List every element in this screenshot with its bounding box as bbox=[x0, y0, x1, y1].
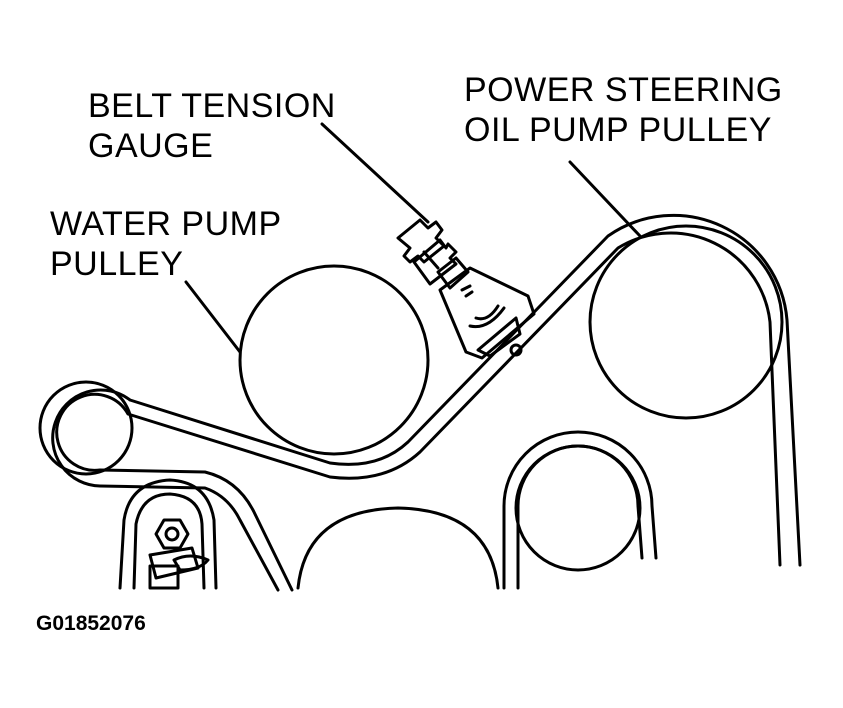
crankshaft-pulley bbox=[296, 506, 500, 590]
drive-belt-inner bbox=[55, 231, 782, 592]
power-steering-pulley bbox=[588, 224, 784, 420]
idler-pulley bbox=[38, 380, 134, 476]
belt-tension-gauge-label-line1: BELT TENSION bbox=[88, 87, 336, 125]
gauge-pointer bbox=[460, 284, 474, 298]
belt-tension-gauge-label: BELT TENSION GAUGE bbox=[88, 86, 336, 166]
belt-loop-lower-right-inner bbox=[516, 444, 644, 590]
gauge-hook bbox=[509, 343, 523, 357]
belt-loop-lower-right bbox=[502, 430, 658, 590]
gauge-stem bbox=[422, 250, 440, 270]
tensioner-bracket bbox=[148, 546, 200, 580]
belt-tension-gauge-tool bbox=[396, 218, 536, 360]
power-steering-pulley-label-line2: OIL PUMP PULLEY bbox=[464, 111, 772, 149]
tensioner-arm-inner bbox=[132, 492, 206, 590]
leader-water-pump bbox=[184, 280, 242, 354]
power-steering-pulley-label: POWER STEERING OIL PUMP PULLEY bbox=[464, 70, 783, 150]
gauge-dial-scale bbox=[468, 306, 506, 329]
leader-belt-tension-gauge bbox=[320, 122, 430, 224]
water-pump-pulley bbox=[238, 264, 430, 456]
power-steering-pulley-label-line1: POWER STEERING bbox=[464, 71, 783, 109]
tensioner-block bbox=[148, 564, 180, 590]
tensioner-bolt-center bbox=[164, 526, 180, 542]
gauge-knob bbox=[436, 256, 470, 290]
gauge-crossbar bbox=[412, 238, 458, 286]
gauge-body bbox=[438, 266, 536, 360]
figure-code: G01852076 bbox=[36, 612, 146, 635]
belt-tension-gauge-label-line2: GAUGE bbox=[88, 127, 214, 165]
leader-power-steering bbox=[568, 160, 642, 238]
water-pump-pulley-label-line2: PULLEY bbox=[50, 245, 184, 283]
tensioner-bracket-slot bbox=[172, 554, 210, 572]
tensioner-arm bbox=[118, 478, 218, 590]
tensioner-bolt-hex bbox=[154, 518, 190, 550]
gauge-foot bbox=[476, 316, 522, 358]
gauge-dial-scale-inner bbox=[474, 304, 500, 321]
water-pump-pulley-label: WATER PUMP PULLEY bbox=[50, 204, 282, 284]
water-pump-pulley-label-line1: WATER PUMP bbox=[50, 205, 282, 243]
drive-belt-outer bbox=[51, 213, 802, 592]
